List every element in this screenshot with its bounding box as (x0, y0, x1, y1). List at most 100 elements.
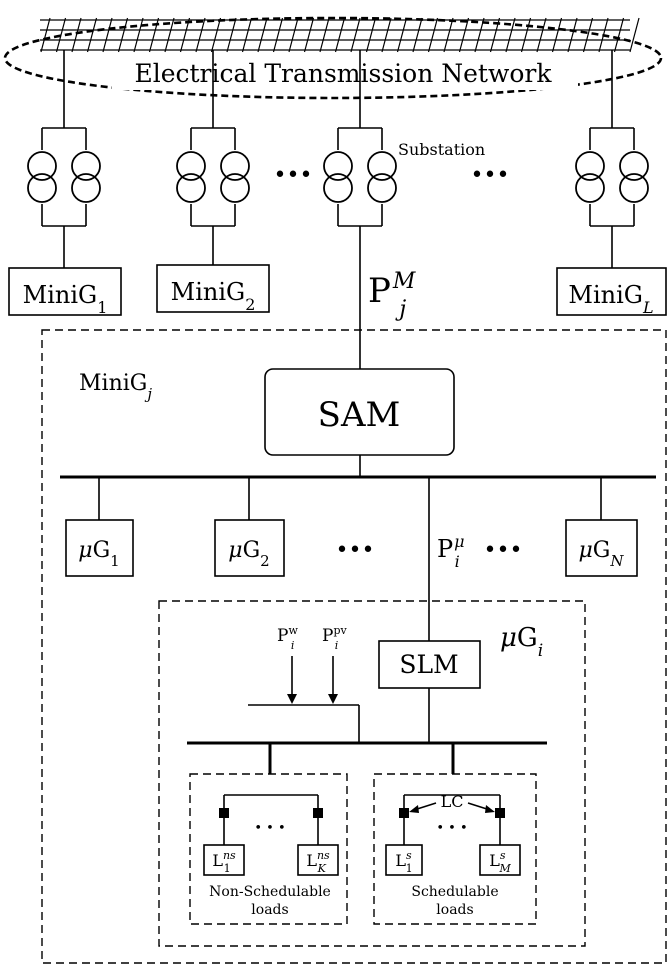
mesh-line (412, 17, 423, 53)
mesh-line (86, 17, 98, 53)
arrow-head (409, 805, 419, 813)
microgrid-1-box: μG1 (65, 519, 134, 577)
mesh-line (102, 17, 113, 53)
substation-transformer-icon (575, 127, 649, 227)
transformer-coil (27, 173, 57, 203)
mesh-line (195, 17, 206, 53)
mesh-line (443, 17, 454, 53)
ellipsis: ••• (274, 163, 313, 188)
mesh-line (210, 17, 222, 53)
transformer-coil (619, 173, 649, 203)
mesh-line (582, 17, 594, 53)
nonsched-boundary (189, 773, 348, 925)
arrow-head (328, 694, 338, 704)
transformer-coil (176, 173, 206, 203)
transformer-coil (220, 151, 250, 181)
microgrid-i-boundary (158, 600, 586, 947)
minigrid-j-label: MiniGj (79, 371, 152, 403)
sched-group-label: Schedulable (411, 884, 498, 900)
mesh-line (458, 17, 470, 53)
substation-row: Substation ••• ••• (27, 50, 649, 369)
transformer-coil (27, 151, 57, 181)
network-label: Electrical Transmission Network (134, 59, 552, 88)
substation-label: Substation (398, 140, 485, 159)
slm-box: SLM (378, 640, 481, 689)
mesh-line (164, 17, 175, 53)
mesh-line (40, 17, 51, 53)
transformer-coil (323, 151, 353, 181)
mesh-line (272, 17, 284, 53)
transformer-coil (367, 151, 397, 181)
mesh-line (179, 17, 191, 53)
slm-label: SLM (399, 650, 458, 679)
mesh-line (257, 17, 268, 53)
minigrid-2-box: MiniG2 (156, 264, 270, 314)
ellipsis: • • • (254, 821, 285, 836)
ellipsis: ••• (484, 538, 523, 563)
ellipsis: ••• (336, 538, 375, 563)
mesh-line (505, 17, 516, 53)
mesh-line (629, 17, 640, 53)
sam-box: SAM (264, 368, 455, 456)
minigrid-j-boundary (41, 329, 667, 964)
mesh-line (536, 17, 547, 53)
mesh-line (303, 17, 315, 53)
transformer-coil (176, 151, 206, 181)
sched-group-label-line2: loads (436, 902, 473, 918)
mesh-line (381, 17, 392, 53)
transformer-coil (619, 151, 649, 181)
substation-transformer-icon (323, 127, 397, 227)
microgrid-N-label: μGN (578, 538, 624, 570)
arrow-head (287, 694, 297, 704)
mesh-line (365, 17, 377, 53)
transformer-coil (575, 151, 605, 181)
load-controller-icon (399, 808, 409, 818)
microgrid-N-box: μGN (565, 519, 638, 577)
minigrid-2-label: MiniG2 (171, 278, 256, 314)
mesh-line (551, 17, 563, 53)
transformer-coil (71, 151, 101, 181)
breaker-icon (219, 808, 229, 818)
mesh-line (71, 17, 82, 53)
substation-transformer-icon (176, 127, 250, 227)
nonsched-group-label-line2: loads (251, 902, 288, 918)
mesh-line (350, 17, 361, 53)
network-mesh (40, 17, 640, 53)
load-controller-icon (495, 808, 505, 818)
mesh-line (241, 17, 253, 53)
mesh-line (55, 17, 67, 53)
mesh-line (288, 17, 299, 53)
sched-boundary (373, 773, 537, 925)
transformer-coil (367, 173, 397, 203)
nonsched-group-label: Non-Schedulable (209, 884, 331, 900)
transformer-coil (575, 173, 605, 203)
minigrid-L-label: MiniGL (568, 281, 653, 317)
transformer-coil (71, 173, 101, 203)
mesh-line (567, 17, 578, 53)
network-boundary (3, 16, 663, 100)
transformer-coil (220, 173, 250, 203)
mesh-line (319, 17, 330, 53)
ellipsis: • • • (436, 821, 467, 836)
minigrid-1-box: MiniG1 (8, 267, 122, 317)
mesh-line (396, 17, 408, 53)
transmission-network: Electrical Transmission Network (3, 16, 663, 100)
mesh-line (334, 17, 346, 53)
minigrid-L-box: MiniGL (556, 267, 667, 317)
sam-label: SAM (318, 395, 401, 435)
mesh-line (226, 17, 237, 53)
network-label-bg (112, 54, 578, 90)
minigrid-1-label: MiniG1 (23, 281, 108, 317)
microgrid-2-label: μG2 (228, 538, 269, 570)
microgrid-i-label: μGi (500, 623, 543, 661)
